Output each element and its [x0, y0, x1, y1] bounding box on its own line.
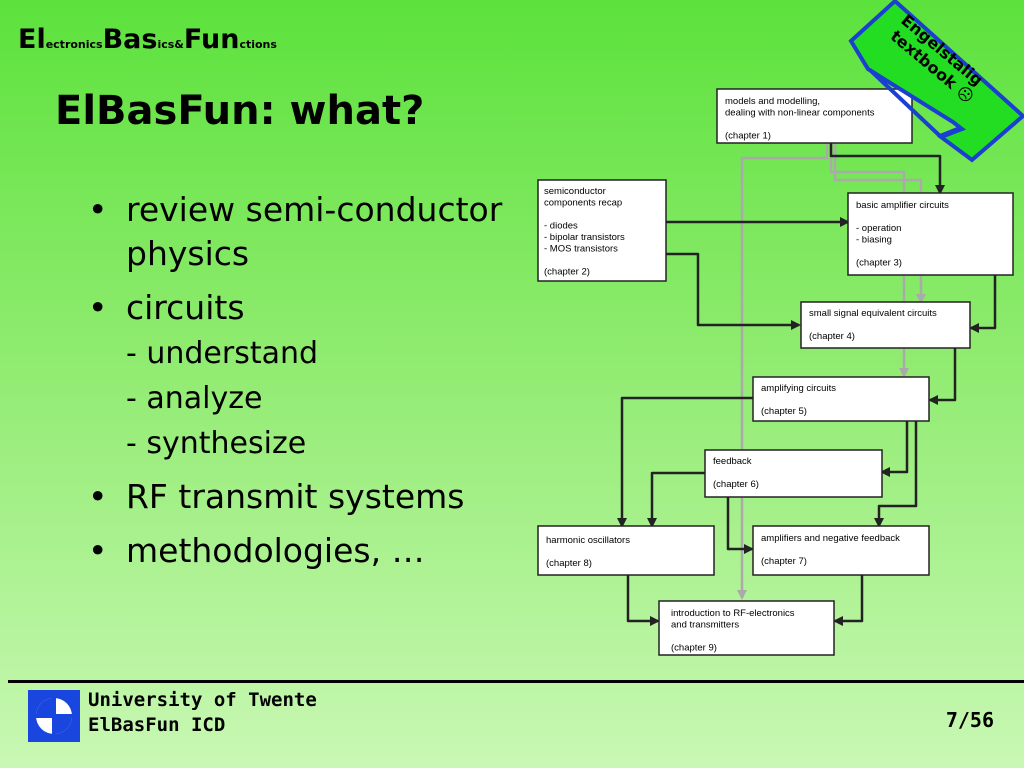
bullet-item: methodologies, …	[88, 529, 502, 573]
bullet-item: circuits - understand - analyze - synthe…	[88, 286, 502, 465]
bullet-item: review semi-conductor physics	[88, 188, 502, 276]
footer-course: ElBasFun ICD	[88, 714, 226, 736]
dark-arrow	[829, 143, 945, 195]
slide-title: ElBasFun: what?	[55, 88, 425, 134]
footer-info: University of Twente ElBasFun ICD	[88, 688, 317, 738]
bullet-item: RF transmit systems	[88, 475, 502, 519]
box-line: (chapter 9)	[671, 643, 717, 654]
box-line: - MOS transistors	[544, 244, 618, 255]
box-line: introduction to RF-electronics	[671, 608, 795, 619]
box-line: models and modelling,	[725, 96, 820, 107]
brand-part: ics&	[157, 38, 184, 51]
dark-arrow	[880, 421, 909, 477]
grey-arrow	[737, 143, 829, 600]
svg-text:harmonic oscillators(chapter 8: harmonic oscillators (chapter 8)	[546, 535, 630, 569]
box-line: - biasing	[856, 235, 892, 246]
dark-arrow	[726, 473, 754, 554]
box-line: - bipolar transistors	[544, 232, 625, 243]
bullet-text: physics	[126, 234, 250, 273]
course-brand: ElectronicsBasics&Functions	[18, 24, 277, 55]
chapter-box-3: basic amplifier circuits - operation- bia…	[847, 192, 1014, 276]
dark-arrow	[626, 575, 660, 626]
dark-arrow	[833, 575, 864, 626]
chapter-box-1: models and modelling,dealing with non-li…	[716, 88, 913, 144]
box-line: (chapter 5)	[761, 406, 807, 417]
university-logo	[28, 690, 80, 742]
box-line: small signal equivalent circuits	[809, 308, 937, 319]
svg-text:small signal equivalent circui: small signal equivalent circuits (chapter…	[809, 308, 937, 342]
box-line: (chapter 1)	[725, 131, 771, 142]
dark-arrow	[874, 421, 918, 528]
svg-text:amplifying circuits(chapter 5): amplifying circuits (chapter 5)	[761, 383, 836, 417]
page-number: 7/56	[945, 708, 994, 732]
footer-divider	[8, 680, 1024, 683]
brand-part: ectronics	[45, 38, 103, 51]
box-line: (chapter 2)	[544, 267, 590, 278]
dark-arrow	[969, 275, 997, 333]
box-line: feedback	[713, 456, 752, 467]
footer-university: University of Twente	[88, 689, 317, 711]
bullet-subtext: - analyze	[126, 381, 263, 416]
dark-arrow	[617, 396, 753, 528]
bullet-text: methodologies, …	[126, 531, 425, 570]
bullet-list: review semi-conductor physics circuits -…	[88, 188, 502, 583]
brand-part: El	[18, 24, 46, 55]
brand-part: Fun	[183, 24, 240, 55]
svg-text:basic amplifier circuits- oper: basic amplifier circuits - operation- bia…	[856, 200, 949, 269]
chapter-box-4: small signal equivalent circuits (chapter…	[800, 301, 971, 349]
dark-arrow	[647, 471, 705, 528]
box-line: - diodes	[544, 221, 578, 232]
svg-text:amplifiers and negative feedba: amplifiers and negative feedback (chapter…	[761, 533, 900, 567]
box-line: - operation	[856, 223, 901, 234]
bullet-text: RF transmit systems	[126, 477, 465, 516]
box-line: dealing with non-linear components	[725, 108, 875, 119]
chapter-box-5: amplifying circuits (chapter 5)	[752, 376, 930, 422]
bullet-subtext: - synthesize	[126, 426, 307, 461]
svg-text:feedback(chapter 6): feedback (chapter 6)	[713, 456, 759, 490]
box-line: semiconductor	[544, 186, 606, 197]
box-line: components recap	[544, 198, 622, 209]
chapter-box-8: harmonic oscillators (chapter 8)	[537, 525, 715, 576]
bullet-text: circuits	[126, 288, 245, 327]
box-line: (chapter 6)	[713, 479, 759, 490]
dark-arrow	[666, 252, 801, 330]
svg-text:models and modelling,dealing w: models and modelling,dealing with non-li…	[725, 96, 875, 142]
box-line: basic amplifier circuits	[856, 200, 949, 211]
dark-arrow	[928, 348, 957, 405]
box-line: (chapter 3)	[856, 258, 902, 269]
brand-part: ctions	[239, 38, 277, 51]
brand-part: Bas	[102, 24, 158, 55]
box-line: amplifiers and negative feedback	[761, 533, 900, 544]
box-line: amplifying circuits	[761, 383, 836, 394]
box-line: harmonic oscillators	[546, 535, 630, 546]
chapter-box-6: feedback (chapter 6)	[704, 449, 883, 498]
box-line: (chapter 4)	[809, 331, 855, 342]
bullet-subtext: - understand	[126, 336, 319, 371]
box-line: (chapter 7)	[761, 556, 807, 567]
box-line: (chapter 8)	[546, 558, 592, 569]
box-line: and transmitters	[671, 620, 739, 631]
chapter-box-7: amplifiers and negative feedback (chapter…	[752, 525, 930, 576]
bullet-text: review semi-conductor	[126, 190, 503, 229]
